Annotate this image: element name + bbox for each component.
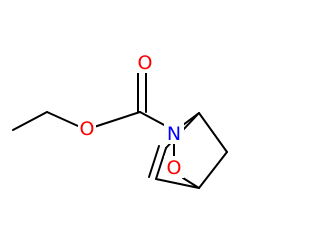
bond-ester-o-carbonyl-c (93, 111, 141, 128)
bond-vinyl-bridgehead-bottom (155, 178, 200, 189)
bond-right-ch2-bridgehead-bottom (198, 151, 228, 189)
bond-ethyl-ch3-ch2 (12, 111, 48, 131)
bond-o-ring-bridgehead-bottom (182, 177, 200, 189)
atom-nitrogen: N (167, 123, 181, 145)
structure-canvas: O O N O (12, 51, 228, 189)
atom-ring-oxygen: O (167, 157, 182, 179)
bond-carbonyl-c-n (139, 111, 167, 127)
bond-vinyl-double-b (148, 145, 160, 178)
bond-ethyl-ch2-o (46, 111, 79, 127)
atom-ester-oxygen: O (80, 118, 95, 140)
bond-vinyl-double-a (155, 147, 167, 180)
atom-carbonyl-oxygen: O (138, 52, 153, 74)
molecule-drawing: O O N O (12, 51, 228, 189)
bond-bridgehead-top-right-ch2 (198, 112, 228, 153)
